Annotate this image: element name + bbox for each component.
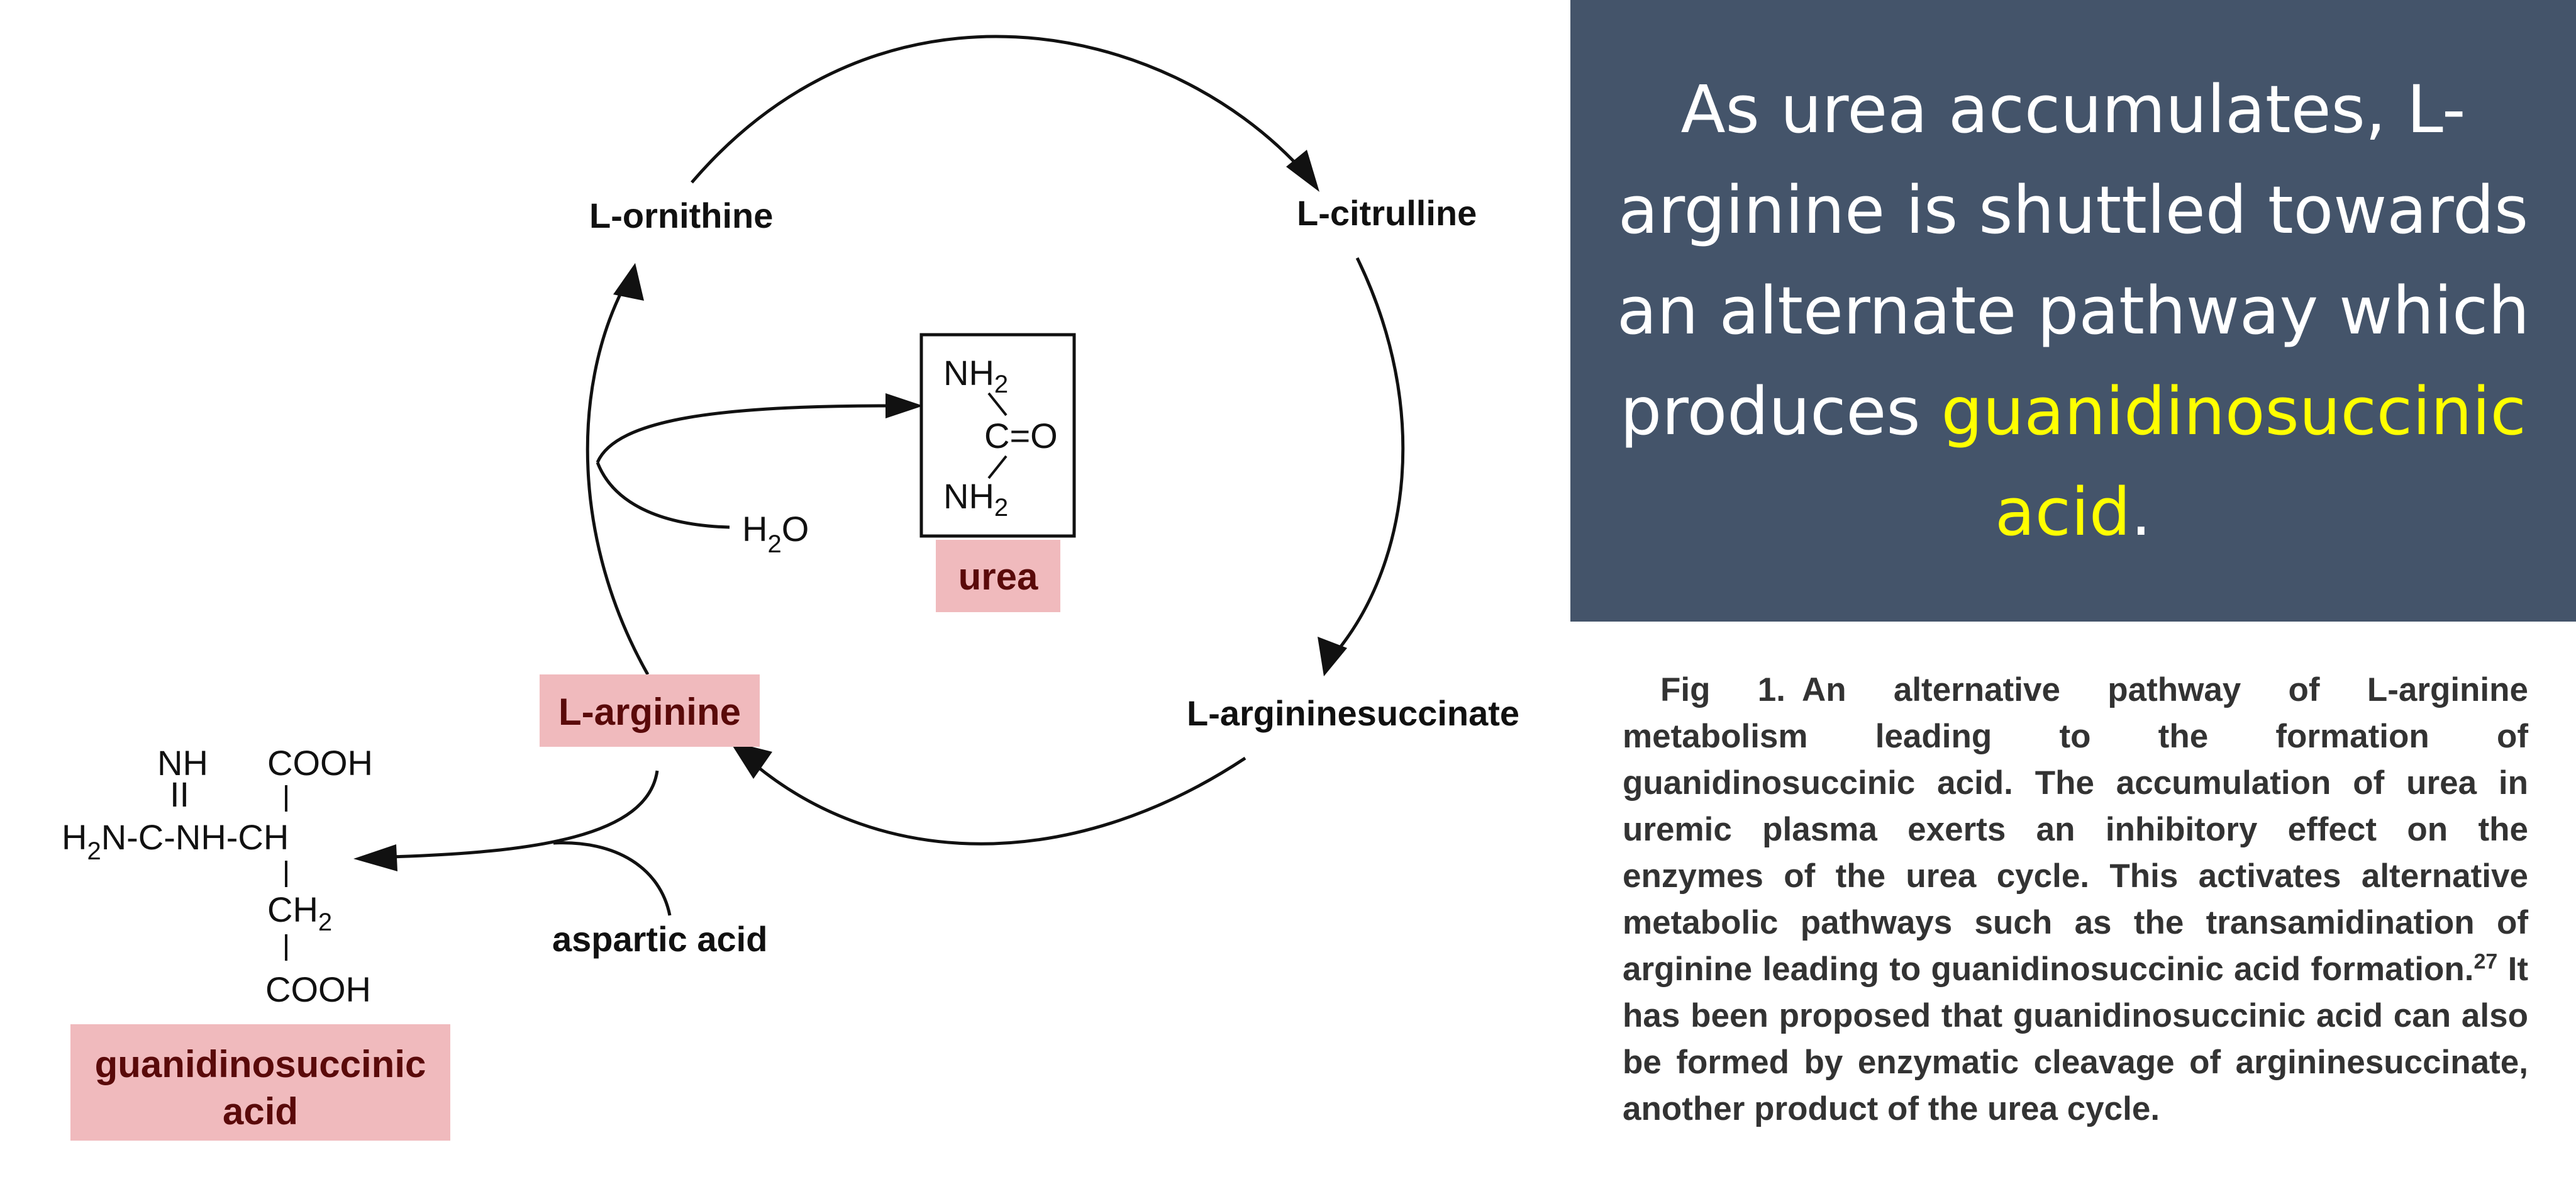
water-label: H2O bbox=[742, 509, 809, 558]
gsa-cooh-bottom: COOH bbox=[265, 970, 371, 1009]
label-l-argininosuccinate: L-argininesuccinate bbox=[1187, 693, 1519, 733]
label-urea: urea bbox=[958, 556, 1038, 598]
callout-box: As urea accumulates, L-arginine is shutt… bbox=[1570, 0, 2576, 622]
caption-text-after-ref: It has been proposed that guanidinosucci… bbox=[1623, 951, 2528, 1127]
arrowhead-to-urea-icon bbox=[886, 393, 923, 418]
arc-arginine-to-ornithine bbox=[586, 288, 650, 676]
branch-water bbox=[596, 462, 730, 529]
arginine-highlight bbox=[540, 674, 760, 747]
urea-bond-top bbox=[987, 392, 1008, 416]
callout-highlight-term: guanidinosuccinic acid bbox=[1941, 373, 2526, 550]
gsa-cooh-top: COOH bbox=[267, 743, 373, 783]
arrowhead-to-gsa-icon bbox=[353, 844, 397, 871]
urea-cycle-diagram: L-ornithine L-citrulline L-argininesucci… bbox=[62, 35, 1519, 1141]
urea-bond-bottom bbox=[987, 455, 1008, 479]
arrowhead-to-ornithine-icon bbox=[613, 263, 644, 301]
branch-aspartic-acid bbox=[553, 841, 672, 916]
label-gsa-line2: acid bbox=[223, 1090, 298, 1132]
caption-reference: 27 bbox=[2473, 949, 2498, 974]
label-aspartic-acid: aspartic acid bbox=[552, 919, 767, 959]
urea-highlight bbox=[936, 540, 1060, 612]
branch-to-urea bbox=[596, 404, 887, 463]
gsa-nh: NH bbox=[157, 743, 208, 783]
arc-ornithine-to-citrulline bbox=[691, 35, 1303, 184]
gsa-backbone: H2N-C-NH-CH bbox=[62, 817, 289, 865]
figure-caption: Fig 1.An alternative pathway of L-argini… bbox=[1623, 667, 2528, 1132]
gsa-highlight bbox=[70, 1024, 450, 1141]
urea-nh2-top: NH2 bbox=[943, 353, 1008, 398]
gsa-ch2: CH2 bbox=[267, 890, 332, 936]
branch-arginine-to-gsa bbox=[389, 770, 659, 859]
arrowhead-to-citrulline-icon bbox=[1286, 150, 1319, 192]
label-gsa-line1: guanidinosuccinic bbox=[95, 1043, 426, 1085]
gsa-double-bond: II bbox=[170, 774, 189, 814]
arc-argininosuccinate-to-arginine bbox=[753, 756, 1246, 846]
arrowhead-to-arginine-icon bbox=[730, 741, 772, 779]
callout-text-main: As urea accumulates, L-arginine is shutt… bbox=[1616, 71, 2530, 450]
callout-text: As urea accumulates, L-arginine is shutt… bbox=[1570, 59, 2576, 562]
label-l-arginine: L-arginine bbox=[558, 691, 741, 733]
urea-carbonyl: C=O bbox=[984, 416, 1058, 455]
arrowhead-to-argininosuccinate-icon bbox=[1318, 637, 1347, 676]
arc-citrulline-to-argininosuccinate bbox=[1338, 257, 1405, 649]
caption-text-before-ref: An alternative pathway of L-arginine met… bbox=[1623, 671, 2528, 988]
label-l-ornithine: L-ornithine bbox=[589, 196, 773, 235]
caption-fig-label: Fig 1. bbox=[1660, 671, 1785, 708]
label-l-citrulline: L-citrulline bbox=[1297, 193, 1477, 233]
callout-text-end: . bbox=[2130, 474, 2151, 550]
urea-structure-box bbox=[919, 333, 1076, 538]
urea-nh2-bottom: NH2 bbox=[943, 476, 1008, 522]
